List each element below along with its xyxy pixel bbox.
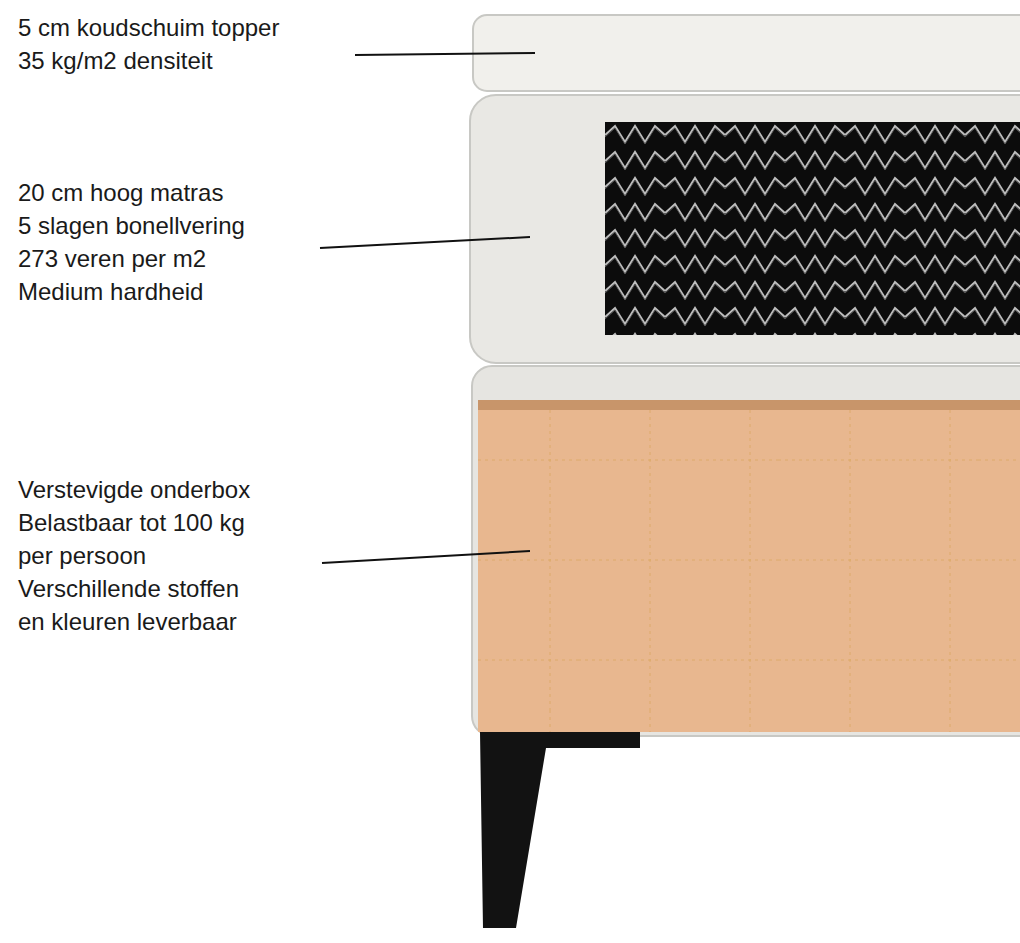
topper	[473, 15, 1020, 91]
mattress-label: 5 slagen bonellvering	[18, 212, 245, 240]
base-top-edge	[478, 400, 1020, 410]
base-label: Verstevigde onderbox	[18, 476, 250, 504]
springs	[605, 122, 1020, 335]
spring-panel	[605, 122, 1020, 335]
base-label: Belastbaar tot 100 kg	[18, 509, 245, 537]
topper-label: 35 kg/m2 densiteit	[18, 47, 213, 75]
mattress-label: 20 cm hoog matras	[18, 179, 223, 207]
mattress-label: 273 veren per m2	[18, 245, 206, 273]
leader-line	[322, 551, 530, 563]
base-label: en kleuren leverbaar	[18, 608, 237, 636]
leader-line	[320, 237, 530, 248]
leader-line	[355, 53, 535, 55]
mattress	[470, 95, 1020, 363]
base-box	[478, 400, 1020, 732]
leg	[480, 732, 640, 928]
base-label: per persoon	[18, 542, 146, 570]
base-grid	[478, 410, 1020, 732]
mattress-label: Medium hardheid	[18, 278, 203, 306]
topper-label: 5 cm koudschuim topper	[18, 14, 279, 42]
base-label: Verschillende stoffen	[18, 575, 239, 603]
base-frame	[472, 366, 1020, 736]
